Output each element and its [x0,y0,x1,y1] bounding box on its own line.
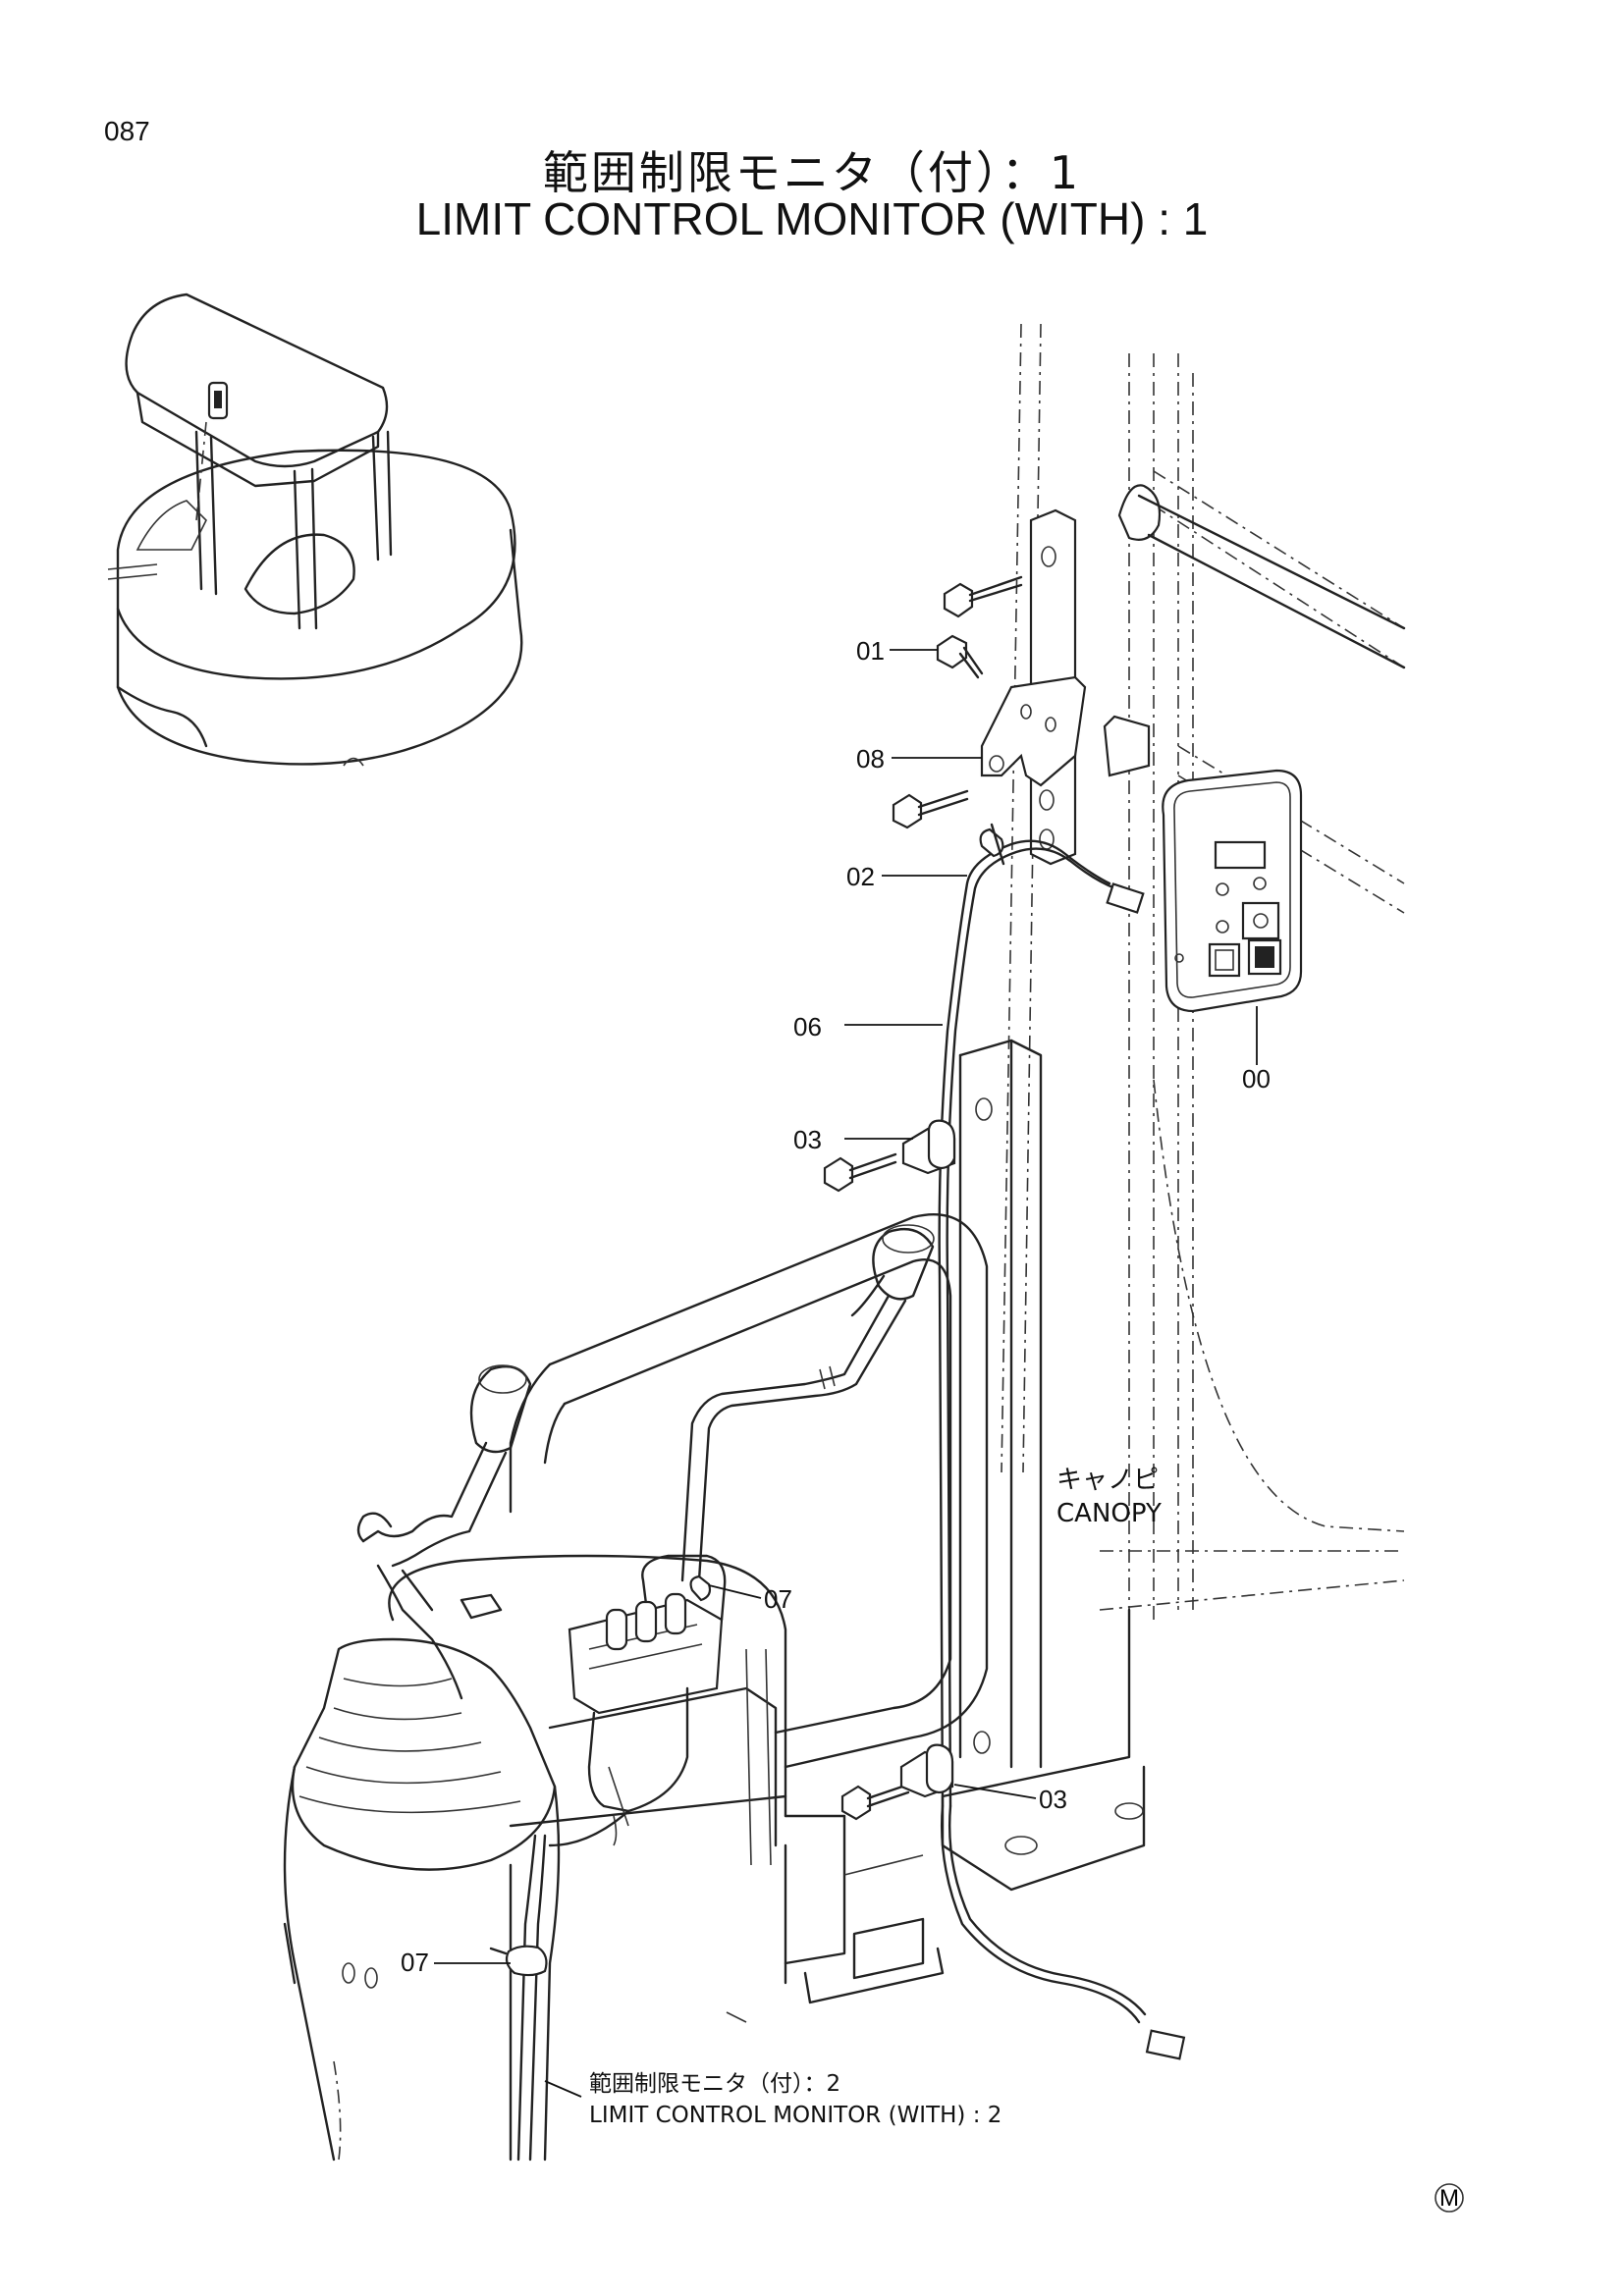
right-control-lever [568,1224,935,1846]
callout-03-upper: 03 [793,1125,822,1154]
canopy-label-english: CANOPY [1056,1499,1162,1528]
continuation-note-english: LIMIT CONTROL MONITOR (WITH) : 2 [589,2103,1001,2128]
canopy-label-japanese: キャノピ [1056,1466,1159,1495]
monitor-unit [1162,769,1303,1013]
callout-01: 01 [856,636,885,666]
callout-07-lower: 07 [401,1948,429,1977]
continuation-note-japanese: 範囲制限モニタ（付）：2 [589,2071,840,2097]
page-title-english: LIMIT CONTROL MONITOR (WITH) : 1 [415,193,1209,244]
operator-console [388,1212,989,2162]
bolts [823,575,1023,1821]
callout-02: 02 [846,862,875,891]
page-number: 087 [104,116,150,146]
circled-letter-mark-icon: M [1435,2183,1464,2213]
callout-leaders [434,649,1258,2098]
inner-post [958,1039,1043,1769]
callout-00: 00 [1242,1064,1271,1094]
wire-clips [899,1119,956,1798]
callout-06: 06 [793,1012,822,1041]
page-title-japanese: 範囲制限モニタ（付）：1 [542,146,1082,199]
left-control-lever [283,1364,561,2162]
corner-mark-letter: M [1439,2185,1459,2212]
machine-overview-inset [107,293,523,767]
mounting-brackets [980,484,1406,866]
callout-07-upper: 07 [764,1584,792,1614]
callout-03-lower: 03 [1039,1785,1067,1814]
callout-08: 08 [856,744,885,774]
lower-harness [489,1809,630,2162]
